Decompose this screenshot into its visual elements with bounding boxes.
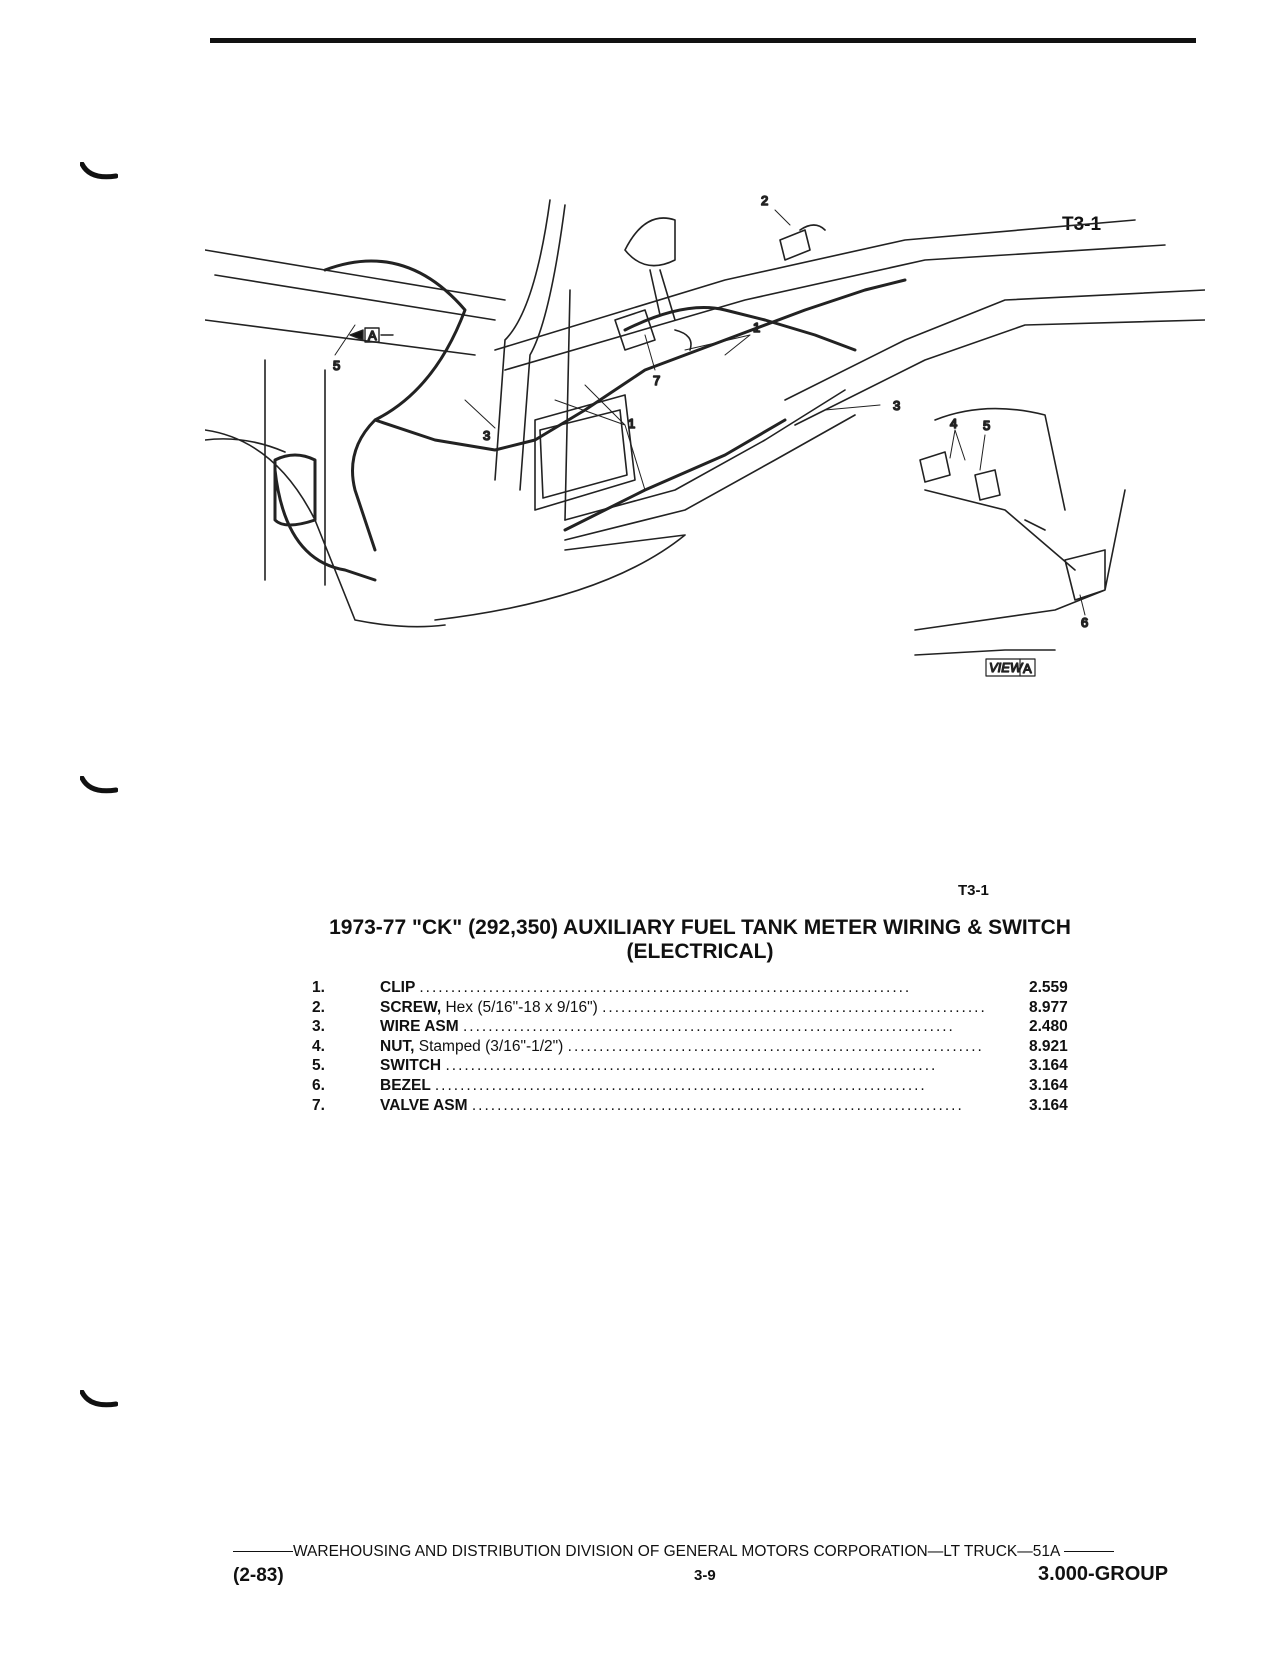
- part-row: 7. VALVE ASM ...........................…: [300, 1096, 1100, 1116]
- leader-dots: ........................................…: [434, 1076, 927, 1094]
- part-number: 5.: [312, 1057, 325, 1075]
- parts-list: 1. CLIP ................................…: [300, 978, 1100, 1115]
- connector-top: [779, 224, 826, 261]
- part-number: 3.: [312, 1018, 325, 1036]
- group-number: 2.480: [1029, 1018, 1068, 1036]
- footer-date: (2-83): [233, 1565, 284, 1586]
- group-number: 3.164: [1029, 1076, 1068, 1094]
- body-outline: [205, 249, 506, 628]
- footer-rule-right: [1063, 1551, 1114, 1553]
- part-number: 4.: [312, 1037, 325, 1055]
- leader-dots: ........................................…: [445, 1057, 938, 1075]
- part-name-text: SWITCH: [380, 1057, 442, 1075]
- callout-3: 3: [893, 398, 900, 413]
- callout-labels: 2 1 1 3 3 5 4 5 6 7: [332, 192, 1089, 631]
- part-name: BEZEL ..................................…: [380, 1076, 985, 1095]
- fuel-tank: [534, 394, 636, 511]
- sender-unit: [624, 217, 676, 321]
- part-name: CLIP ...................................…: [380, 978, 985, 997]
- part-number: 2.: [312, 998, 325, 1016]
- group-number: 8.921: [1029, 1037, 1068, 1055]
- title-line-1: 1973-77 "CK" (292,350) AUXILIARY FUEL TA…: [329, 916, 1071, 939]
- part-number: 6.: [312, 1076, 325, 1094]
- view-letter: A: [1023, 661, 1032, 676]
- callout-3: 3: [483, 428, 490, 443]
- page-number: 3-9: [694, 1567, 716, 1584]
- part-row: 6. BEZEL ...............................…: [300, 1076, 1100, 1096]
- leader-lines: [334, 209, 1086, 616]
- group-number: 3.164: [1029, 1057, 1068, 1075]
- wiring-diagram: 2 1 1 3 3 5 4 5 6 7 A VIEW A: [205, 192, 1205, 677]
- lower-harness: [273, 453, 377, 582]
- callout-4: 4: [950, 416, 957, 431]
- leader-dots: ........................................…: [602, 998, 985, 1016]
- part-name: SWITCH .................................…: [380, 1056, 985, 1075]
- arrow-marker-letter: A: [368, 328, 377, 343]
- view-a-panel: [914, 407, 1126, 656]
- footer-publisher: WAREHOUSING AND DISTRIBUTION DIVISION OF…: [293, 1543, 1060, 1560]
- callout-2: 2: [761, 193, 768, 208]
- callout-5: 5: [983, 418, 990, 433]
- footer-text: WAREHOUSING AND DISTRIBUTION DIVISION OF…: [233, 1543, 1193, 1561]
- part-name-text: WIRE ASM: [380, 1018, 459, 1036]
- view-label: VIEW: [989, 660, 1024, 675]
- wire-harness: [323, 259, 907, 552]
- valve-body: [614, 309, 692, 351]
- cab-pillar: [494, 199, 571, 521]
- footer-group: 3.000-GROUP: [1038, 1563, 1169, 1585]
- leader-dots: ........................................…: [462, 1018, 955, 1036]
- part-row: 4. NUT, Stamped (3/16"-1/2") ...........…: [300, 1037, 1100, 1057]
- leader-dots: ........................................…: [567, 1037, 985, 1055]
- part-row: 5. SWITCH ..............................…: [300, 1056, 1100, 1076]
- group-number: 2.559: [1029, 979, 1068, 996]
- footer-rule-left: [233, 1551, 293, 1553]
- figure-code-caption: T3-1: [958, 882, 989, 899]
- part-row: 3. WIRE ASM ............................…: [300, 1017, 1100, 1037]
- part-spec: Stamped (3/16"-1/2"): [418, 1037, 564, 1055]
- leader-dots: ........................................…: [419, 979, 912, 996]
- binder-hook-icon: [80, 162, 118, 180]
- part-name-text: SCREW,: [380, 998, 442, 1016]
- view-a-arrow: A: [349, 327, 394, 344]
- group-number: 3.164: [1029, 1096, 1068, 1114]
- part-number: 1.: [312, 979, 325, 996]
- callout-7: 7: [653, 373, 660, 388]
- callout-1: 1: [628, 416, 635, 431]
- part-spec: Hex (5/16"-18 x 9/16"): [445, 998, 598, 1016]
- title-line-2: (ELECTRICAL): [626, 940, 774, 963]
- binder-hook-icon: [80, 1390, 118, 1408]
- frame-rail: [494, 219, 1205, 426]
- part-name: VALVE ASM ..............................…: [380, 1096, 985, 1115]
- view-a-label: VIEW A: [985, 658, 1036, 677]
- group-number: 8.977: [1029, 998, 1068, 1016]
- part-name: SCREW, Hex (5/16"-18 x 9/16") ..........…: [380, 998, 985, 1017]
- part-row: 1. CLIP ................................…: [300, 978, 1100, 998]
- part-name-text: BEZEL: [380, 1076, 431, 1094]
- part-number: 7.: [312, 1096, 325, 1114]
- rocker-panel: [434, 389, 856, 621]
- part-name: NUT, Stamped (3/16"-1/2") ..............…: [380, 1037, 985, 1056]
- part-name-text: NUT,: [380, 1037, 415, 1055]
- page-title: 1973-77 "CK" (292,350) AUXILIARY FUEL TA…: [270, 916, 1130, 964]
- callout-1: 1: [753, 320, 760, 335]
- top-rule: [210, 38, 1196, 43]
- callout-6: 6: [1081, 615, 1088, 630]
- binder-hook-icon: [80, 776, 118, 794]
- part-name: WIRE ASM ...............................…: [380, 1017, 985, 1036]
- part-row: 2. SCREW, Hex (5/16"-18 x 9/16") .......…: [300, 998, 1100, 1018]
- part-name-text: CLIP: [380, 979, 416, 996]
- callout-5: 5: [333, 358, 340, 373]
- part-name-text: VALVE ASM: [380, 1096, 468, 1114]
- leader-dots: ........................................…: [471, 1096, 964, 1114]
- switch-body: [919, 451, 1001, 501]
